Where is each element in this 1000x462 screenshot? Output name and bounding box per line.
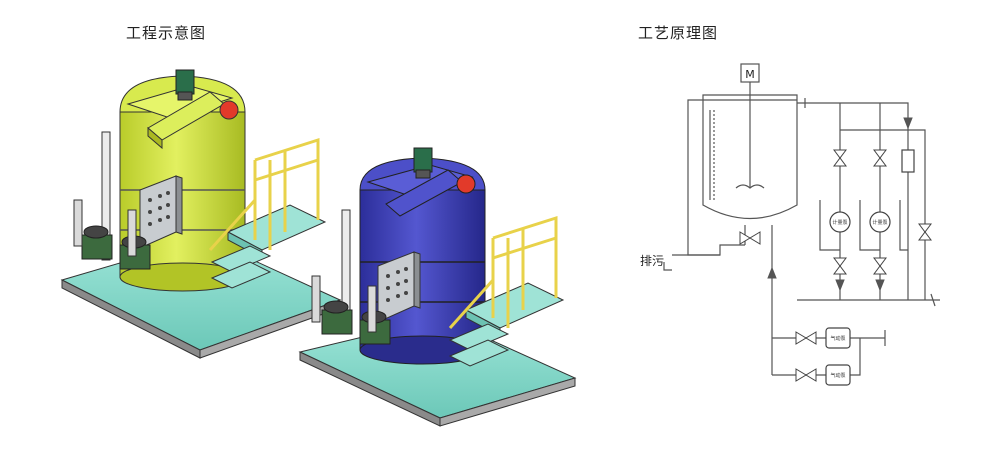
- blue-tank-motor: [413, 147, 433, 179]
- left-diagram-title: 工程示意图: [126, 24, 207, 42]
- yellow-tank-red-cap: [219, 100, 239, 120]
- yellow-stair-platform: [208, 137, 327, 289]
- air-pump-label-2: 气动泵: [830, 372, 845, 379]
- blue-tank-red-cap: [456, 174, 476, 194]
- valves: [739, 149, 932, 382]
- drain-label: 排污: [640, 254, 664, 268]
- schematic-air-pumps: [825, 327, 851, 386]
- yellow-tank-motor: [175, 69, 195, 101]
- right-diagram-title: 工艺原理图: [638, 24, 719, 42]
- air-pump-label-1: 气动泵: [830, 335, 845, 342]
- blue-metering-pumps: [311, 275, 391, 345]
- yellow-tank-unit: [60, 69, 342, 359]
- metering-pump-label-2: 计量泵: [872, 219, 887, 226]
- schematic-tank-vessel: [702, 94, 798, 219]
- metering-pump-label-1: 计量泵: [832, 219, 847, 226]
- yellow-metering-pumps: [73, 199, 151, 270]
- flow-arrows: [767, 117, 913, 292]
- process-schematic: [663, 63, 940, 376]
- blue-stair-platform: [448, 215, 565, 367]
- yellow-control-box: [139, 175, 183, 249]
- motor-label: M: [745, 68, 755, 81]
- blue-tank-unit: [298, 147, 577, 427]
- schematic-metering-pumps: [829, 149, 915, 233]
- blue-control-box: [377, 251, 421, 323]
